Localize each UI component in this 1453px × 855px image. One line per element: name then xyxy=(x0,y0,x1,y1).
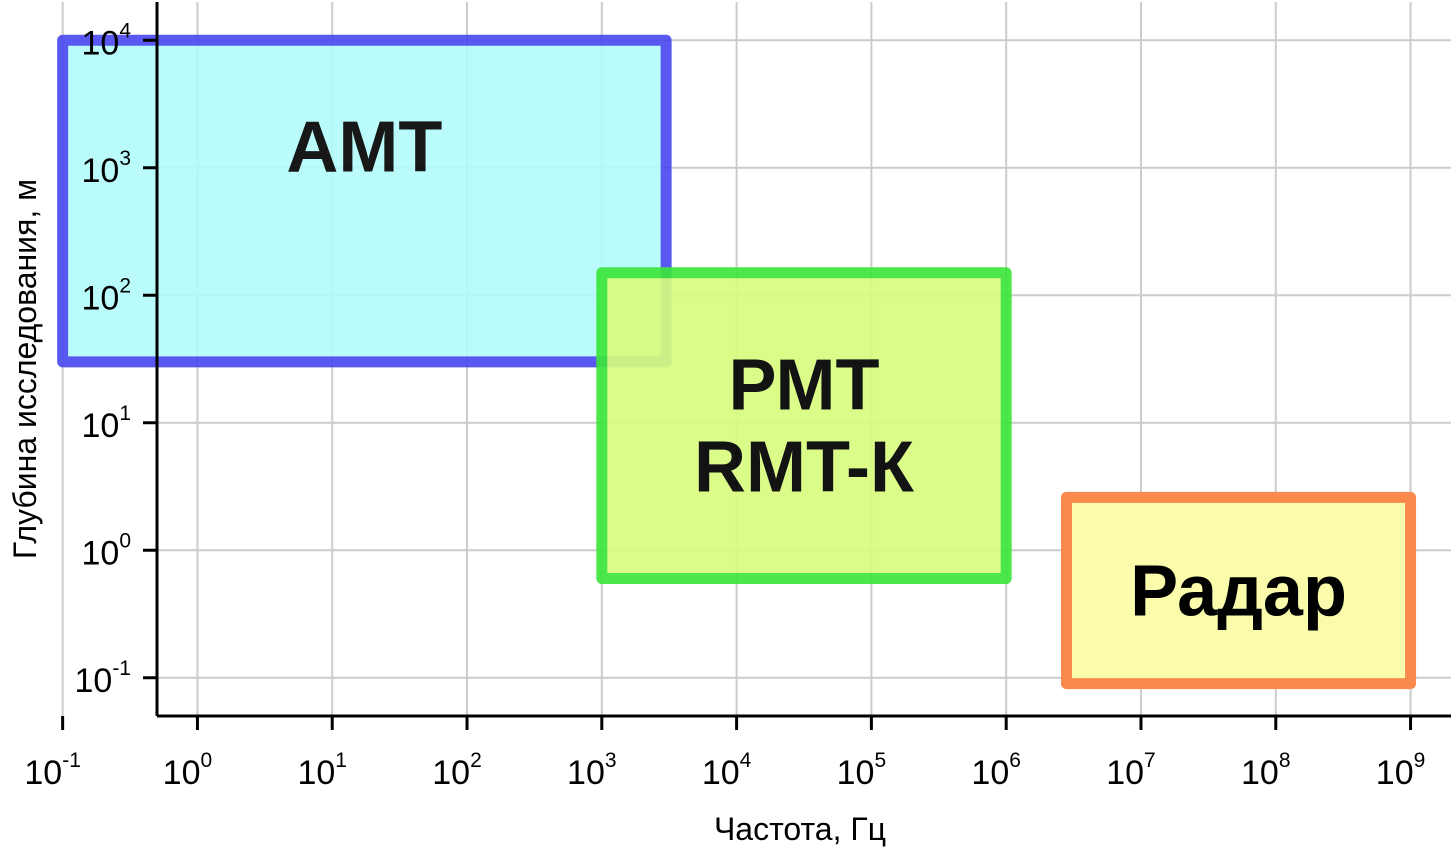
region-2: Радар xyxy=(1060,491,1417,690)
region-box xyxy=(596,267,1012,585)
region-label: RMT-К xyxy=(694,428,915,508)
x-axis: 10-1 100 101 102 103 104 105 106 107 108 109 xyxy=(24,716,1425,792)
plot-frame xyxy=(155,2,1451,718)
x-tick-label: 107 xyxy=(1106,749,1156,792)
x-tick-label: 106 xyxy=(971,749,1021,792)
y-tick-label: 103 xyxy=(81,147,131,190)
y-tick-label: 104 xyxy=(81,19,131,62)
x-tick-label: 108 xyxy=(1241,749,1291,792)
x-tick-label: 104 xyxy=(702,749,752,792)
region-box xyxy=(1060,491,1417,690)
region-label: Радар xyxy=(1130,551,1347,631)
y-tick-label: 101 xyxy=(81,402,131,445)
y-tick-label: 100 xyxy=(81,529,131,572)
x-axis-title: Частота, Гц xyxy=(714,811,886,847)
x-tick-label: 102 xyxy=(432,749,482,792)
x-tick-label: 109 xyxy=(1376,749,1426,792)
x-tick-label: 105 xyxy=(837,749,887,792)
region-0: АМТ xyxy=(57,34,672,368)
y-tick-label: 102 xyxy=(81,274,131,317)
y-axis: 10-1 100 101 102 103 104 xyxy=(74,19,157,700)
region-label: АМТ xyxy=(286,107,442,187)
region-box xyxy=(57,34,672,368)
x-tick-label: 100 xyxy=(163,749,213,792)
y-axis-title: Глубина исследования, м xyxy=(7,179,43,559)
x-tick-label: 103 xyxy=(567,749,617,792)
region-label: РМТ xyxy=(728,346,879,426)
y-tick-label: 10-1 xyxy=(74,657,131,700)
x-tick-label: 101 xyxy=(297,749,347,792)
x-tick-label: 10-1 xyxy=(24,749,81,792)
